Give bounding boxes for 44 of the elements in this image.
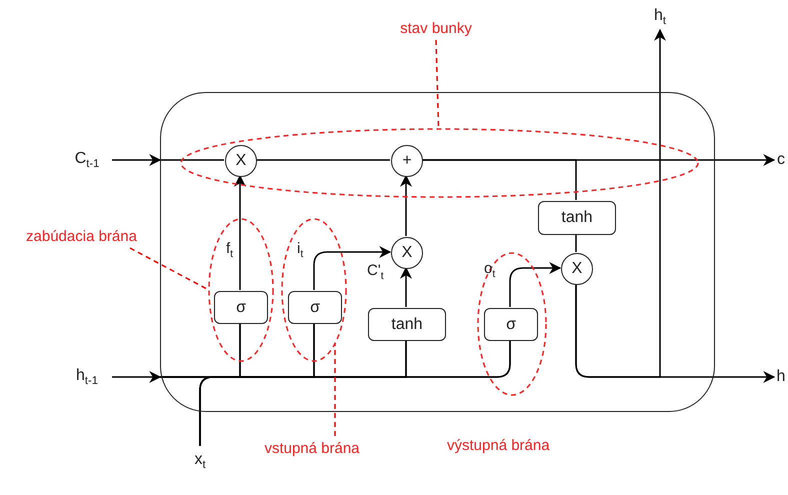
- variable-label: h: [774, 365, 788, 389]
- arrow: [509, 262, 562, 307]
- connector-line: [199, 340, 511, 446]
- arrow: [234, 174, 246, 290]
- arrow: [400, 174, 412, 236]
- arrow: [112, 371, 162, 383]
- highlight-ellipse: [208, 218, 274, 362]
- annotation-text: výstupná brána: [447, 437, 550, 454]
- variable-label: x$_{t}$: [185, 446, 215, 476]
- operator-circle: +: [391, 145, 423, 177]
- edge-label: f$_{t}$: [226, 240, 234, 260]
- connector-line: [160, 159, 224, 161]
- arrow: [575, 28, 666, 378]
- leader-line: [130, 247, 208, 290]
- edge-label: i$_{t}$: [297, 240, 304, 260]
- variable-label: h$_{t-1}$: [62, 363, 112, 391]
- cell-frame: [160, 92, 715, 412]
- function-box: tanh: [538, 201, 616, 235]
- variable-label: h$_{t}$: [645, 4, 675, 30]
- leader-line: [435, 40, 440, 128]
- function-box: σ: [484, 308, 538, 341]
- operator-circle: X: [391, 237, 423, 269]
- connector-line: [575, 234, 577, 252]
- leader-line: [334, 342, 336, 436]
- connector-line: [256, 159, 390, 161]
- highlight-ellipse: [477, 252, 547, 396]
- operator-circle: X: [225, 145, 257, 177]
- edge-label: C'$_{t}$: [367, 262, 384, 282]
- highlight-ellipse: [281, 218, 347, 362]
- variable-label: C$_{t-1}$: [62, 146, 112, 174]
- annotation-text: vstupná brána: [248, 436, 376, 460]
- highlight-ellipse: [180, 128, 699, 198]
- function-box: σ: [214, 291, 268, 324]
- edge-label: o$_{t}$: [484, 260, 496, 280]
- arrow: [400, 266, 412, 307]
- arrow: [112, 154, 162, 166]
- connector-line: [422, 159, 577, 200]
- function-box: tanh: [368, 308, 446, 341]
- function-box: σ: [288, 291, 342, 324]
- arrow: [313, 246, 392, 290]
- annotation-text: zabúdacia brána: [8, 224, 155, 248]
- variable-label: c: [774, 148, 788, 172]
- operator-circle: X: [561, 253, 593, 285]
- annotation-text: stav bunky: [380, 16, 492, 40]
